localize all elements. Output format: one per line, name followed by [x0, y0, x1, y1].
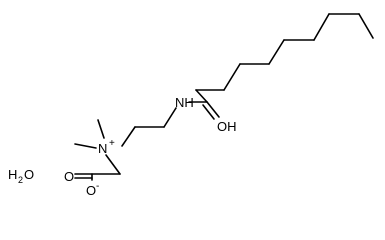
molecule-canvas: NH OH N + O O - H 2 O — [8, 13, 374, 198]
water-label: H 2 O — [8, 167, 34, 185]
structure-diagram: NH OH N + O O - H 2 O — [8, 13, 374, 198]
bond-chain-7 — [223, 63, 241, 91]
bond-chain-1 — [358, 13, 374, 39]
bond-chain-5 — [268, 39, 285, 65]
carboxylate-oxygen-double-label: O — [64, 169, 74, 184]
bond-carbonyl-b — [202, 104, 215, 120]
bond-carbonyl-a — [206, 101, 220, 118]
bond-chain-9 — [195, 89, 208, 103]
ammonium-nitrogen-label: N — [98, 141, 107, 156]
propyl-linker — [121, 107, 177, 147]
water-subscript: 2 — [18, 175, 23, 185]
bond-methyl-left — [74, 143, 97, 149]
water-hydrogen: H — [8, 167, 17, 182]
carboxylate-oxygen-single-label: O — [86, 183, 96, 198]
bond-chain-3 — [313, 13, 330, 41]
alkyl-chain — [195, 13, 374, 103]
ammonium-charge: + — [109, 138, 115, 149]
carboxymethyl — [74, 154, 121, 181]
bond-n-ch2 — [105, 154, 121, 175]
ammonium-methyls — [74, 119, 105, 149]
bond-linker-3 — [121, 126, 136, 147]
amide-group — [188, 101, 220, 120]
bond-linker-1 — [163, 107, 177, 128]
amide-nitrogen-label: NH — [175, 95, 194, 110]
carboxylate-charge: - — [96, 181, 99, 192]
amide-oxygen-label: OH — [217, 119, 237, 134]
water-oxygen: O — [24, 167, 34, 182]
bond-methyl-up — [97, 119, 105, 139]
